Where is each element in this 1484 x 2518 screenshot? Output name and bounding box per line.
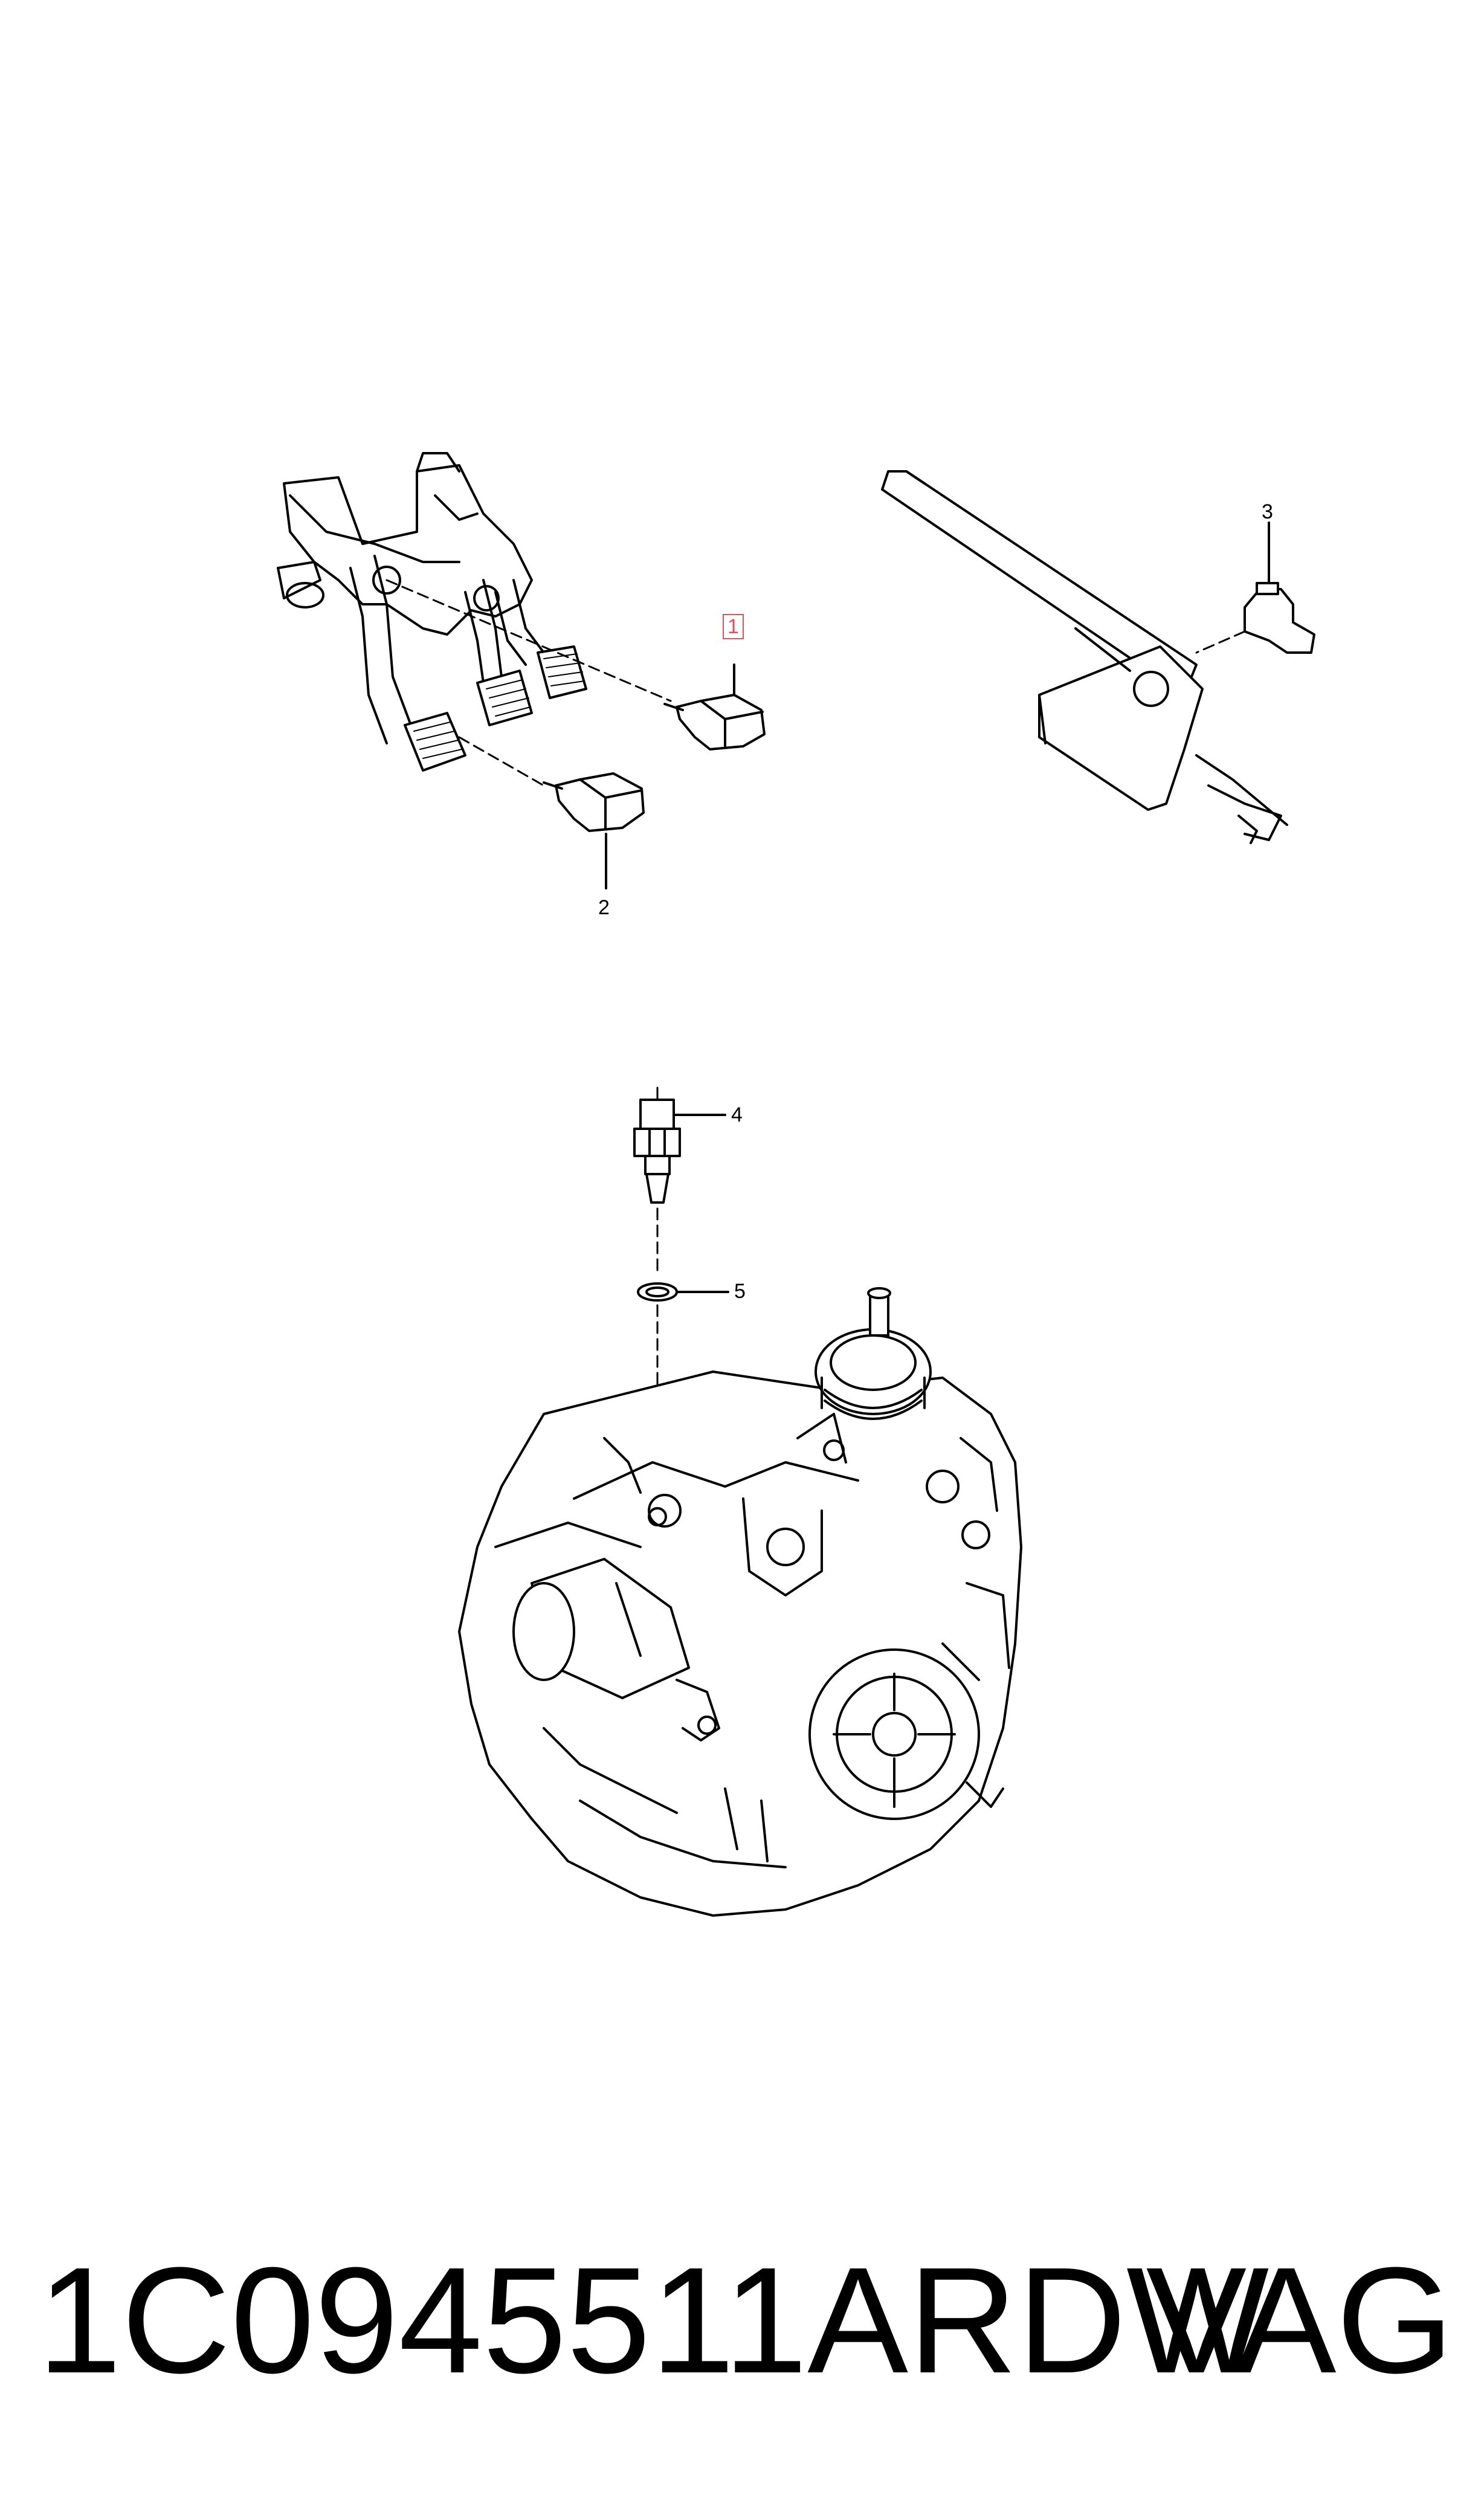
callout-3[interactable]: 3 [1262,500,1273,523]
clutch-switch-illustration [543,772,645,889]
callout-1[interactable]: 1 [723,614,744,639]
brake-light-switch-illustration [663,663,766,751]
pressure-switch-illustration [633,1086,726,1276]
handbrake-switch-illustration [1195,521,1315,654]
callout-5[interactable]: 5 [734,1280,746,1303]
transmission-illustration [458,1287,1022,1917]
handbrake-lever-illustration [881,470,1288,844]
callout-2[interactable]: 2 [598,896,610,919]
brand-name: VAG [1146,2236,1454,2404]
caption: 1C0945511ARDW VAG [0,2242,1484,2399]
callout-4[interactable]: 4 [731,1103,743,1126]
part-number: 1C0945511ARDW [37,2236,1269,2404]
pedal-cluster-illustration [277,452,587,772]
